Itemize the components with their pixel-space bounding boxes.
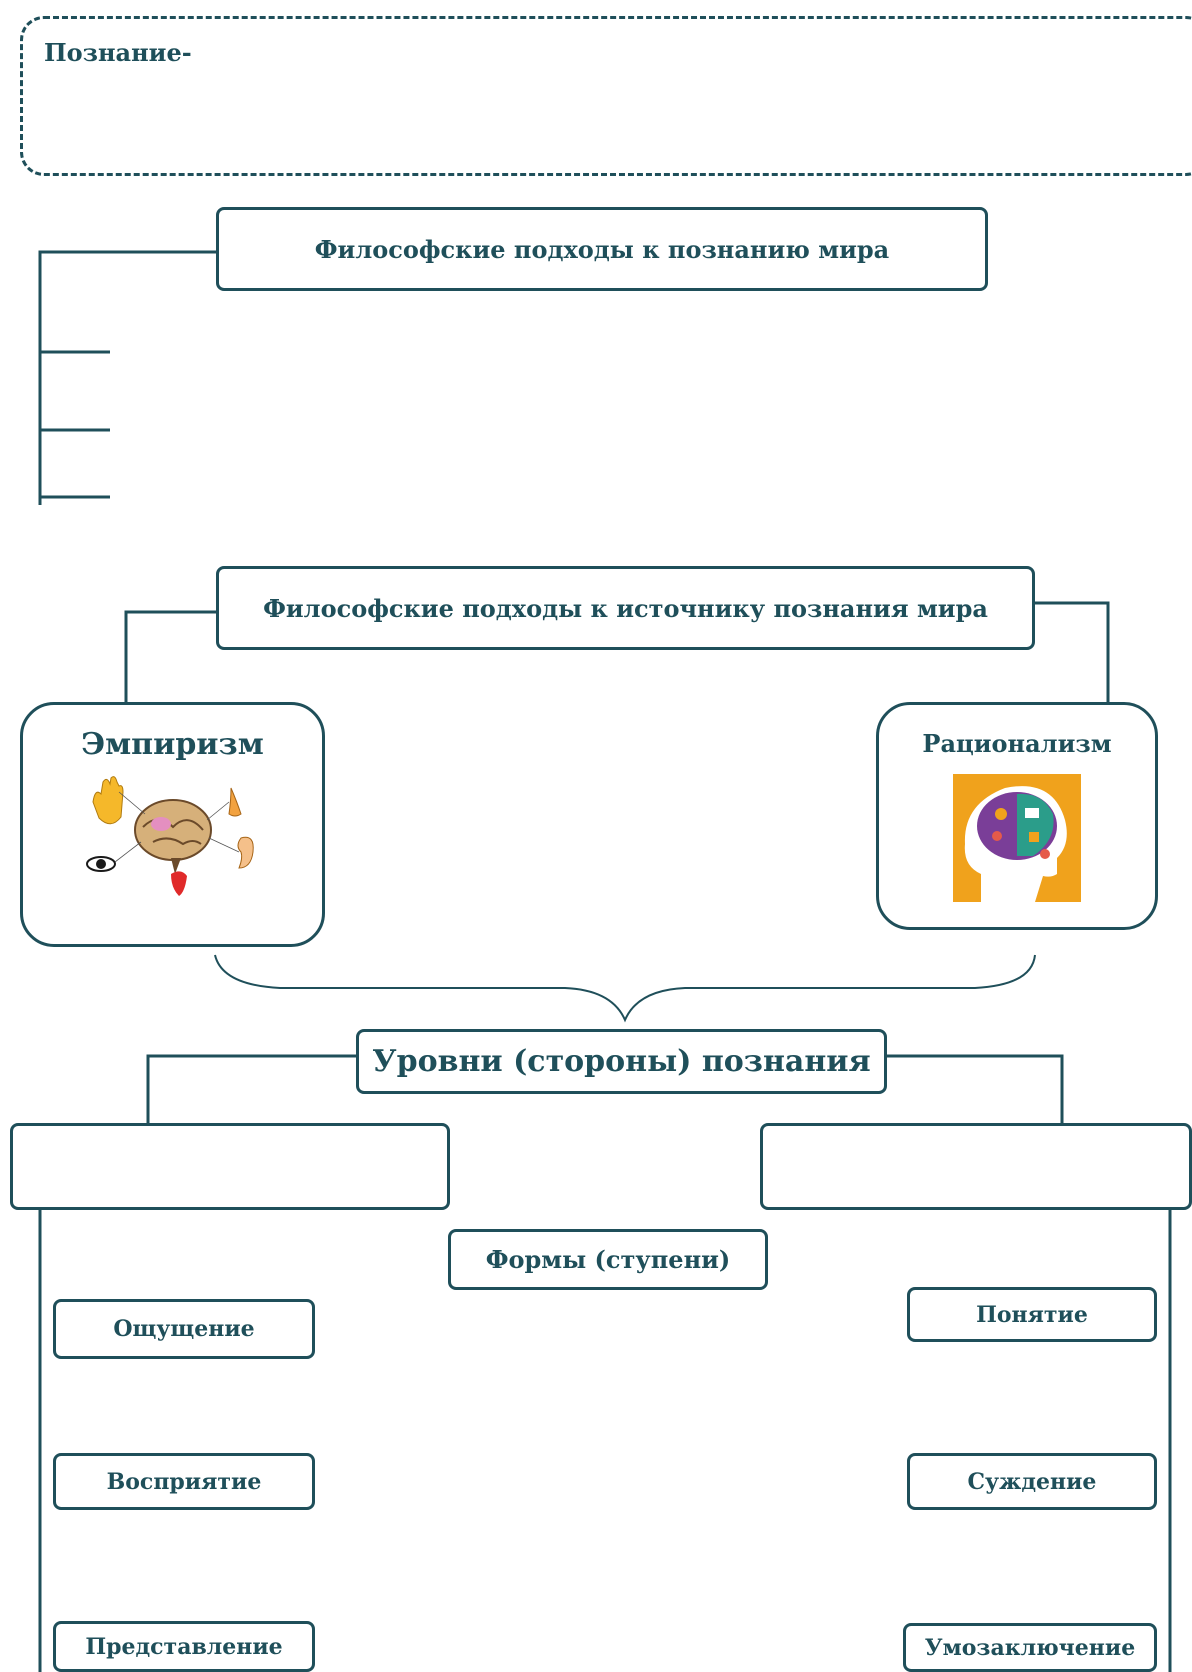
forms-title: Формы (ступени) xyxy=(448,1229,768,1290)
form-representation-label: Представление xyxy=(85,1633,283,1660)
form-inference: Умозаключение xyxy=(903,1623,1157,1672)
form-perception: Восприятие xyxy=(53,1453,315,1510)
form-concept: Понятие xyxy=(907,1287,1157,1342)
level-right-box xyxy=(760,1123,1192,1210)
senses-brain-illustration xyxy=(85,776,254,896)
head-brain-illustration xyxy=(953,774,1081,902)
forms-title-text: Формы (ступени) xyxy=(485,1245,731,1274)
form-inference-label: Умозаключение xyxy=(924,1634,1136,1661)
approaches-world-title: Философские подходы к познанию мира xyxy=(216,207,988,291)
definition-frame xyxy=(20,16,1192,176)
approaches-source-title: Философские подходы к источнику познания… xyxy=(216,566,1035,650)
rationalism-title: Рационализм xyxy=(922,729,1112,758)
form-judgment-label: Суждение xyxy=(967,1468,1097,1495)
levels-title-text: Уровни (стороны) познания xyxy=(372,1044,871,1079)
form-sensation-label: Ощущение xyxy=(113,1316,255,1342)
form-representation: Представление xyxy=(53,1621,315,1672)
rationalism-box: Рационализм xyxy=(876,702,1158,930)
empiricism-box: Эмпиризм xyxy=(20,702,325,947)
form-judgment: Суждение xyxy=(907,1453,1157,1510)
level-left-box xyxy=(10,1123,450,1210)
levels-title: Уровни (стороны) познания xyxy=(356,1029,887,1094)
approaches-world-title-text: Философские подходы к познанию мира xyxy=(314,234,890,264)
form-concept-label: Понятие xyxy=(976,1301,1088,1328)
form-sensation: Ощущение xyxy=(53,1299,315,1359)
approaches-source-title-text: Философские подходы к источнику познания… xyxy=(263,593,988,623)
empiricism-title: Эмпиризм xyxy=(81,727,264,762)
form-perception-label: Восприятие xyxy=(106,1468,262,1495)
definition-label: Познание- xyxy=(44,38,192,67)
